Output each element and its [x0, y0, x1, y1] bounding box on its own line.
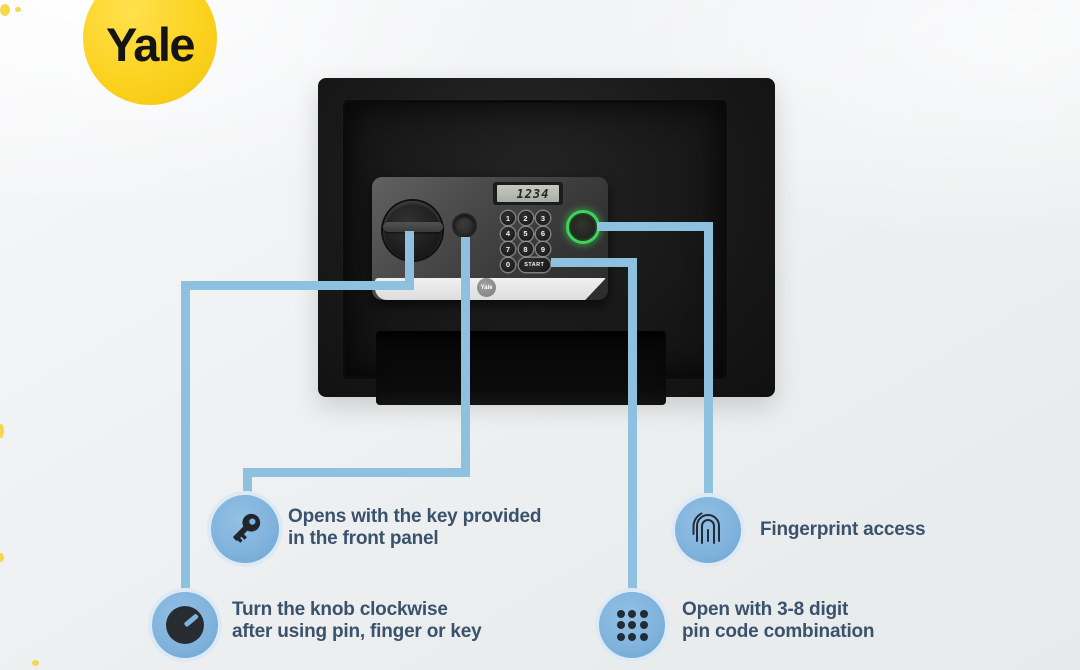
- callout-text-pin: Open with 3-8 digit pin code combination: [682, 599, 875, 642]
- panel-mini-logo: Yale: [477, 278, 496, 297]
- lcd-display-value: 1234: [497, 185, 559, 202]
- knob-icon: [166, 606, 204, 644]
- key-button-1: 1: [501, 211, 515, 225]
- callout-circle-pin: [599, 592, 665, 658]
- callout-line-knob: [181, 281, 190, 592]
- fingerprint-sensor-window: [572, 216, 594, 238]
- key-button-2: 2: [518, 211, 533, 225]
- key-button-3: 3: [536, 211, 550, 225]
- pin-pad-icon: [616, 609, 648, 641]
- callout-line-key: [243, 468, 470, 477]
- callout-text-knob: Turn the knob clockwise after using pin,…: [232, 599, 482, 642]
- key-button-8: 8: [518, 242, 533, 256]
- callout-text-key: Opens with the key provided in the front…: [288, 506, 542, 549]
- yale-brand-logo-text: Yale: [105, 17, 196, 71]
- speck: [15, 7, 21, 12]
- keypad: 1 2 3 4 5 6 7 8 9 0 START: [501, 211, 550, 272]
- speck: [0, 553, 4, 562]
- keyhole: [454, 215, 475, 236]
- callout-circle-knob: [152, 592, 218, 658]
- start-button: START: [518, 257, 550, 272]
- key-button-5: 5: [518, 226, 533, 241]
- key-button-4: 4: [501, 226, 515, 241]
- speck: [0, 4, 10, 16]
- callout-line-pin: [551, 258, 636, 267]
- lcd-display: 1234: [493, 182, 563, 205]
- speck: [0, 424, 4, 438]
- key-button-7: 7: [501, 242, 515, 256]
- key-button-0: 0: [501, 257, 515, 272]
- key-button-9: 9: [536, 242, 550, 256]
- panel-mini-logo-text: Yale: [480, 284, 493, 291]
- callout-circle-key: [211, 495, 279, 563]
- key-icon: [233, 513, 261, 543]
- callout-line-key: [243, 468, 252, 496]
- callout-line-knob: [181, 281, 414, 290]
- callout-line-fingerprint: [597, 222, 713, 231]
- key-button-6: 6: [536, 226, 550, 241]
- yale-brand-logo: Yale: [83, 0, 217, 105]
- safe-door-recess: [376, 331, 666, 405]
- callout-line-fingerprint: [704, 222, 713, 498]
- fingerprint-icon: [692, 512, 720, 544]
- callout-line-pin: [628, 258, 637, 593]
- fingerprint-sensor: [566, 210, 600, 244]
- callout-line-key: [461, 237, 470, 477]
- callout-circle-fingerprint: [675, 497, 741, 563]
- callout-text-fingerprint: Fingerprint access: [760, 519, 926, 540]
- callout-line-knob: [405, 231, 414, 289]
- speck: [32, 660, 39, 666]
- safe-knob-handle: [383, 222, 443, 232]
